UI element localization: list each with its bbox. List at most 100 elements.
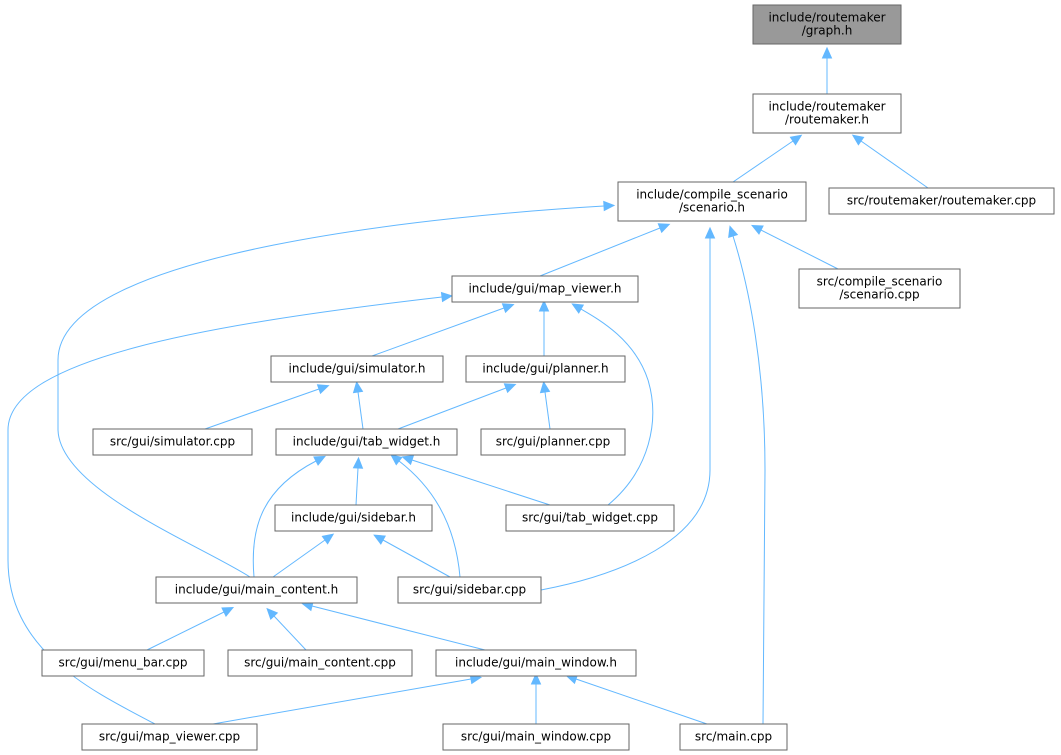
edge-line	[539, 227, 661, 277]
node-tab-widget-cpp[interactable]: src/gui/tab_widget.cpp	[505, 504, 675, 532]
node-main-content-cpp[interactable]: src/gui/main_content.cpp	[227, 649, 413, 677]
node-main-cpp[interactable]: src/main.cpp	[679, 723, 788, 751]
edge-scenario-cpp-to-scenario-h	[750, 224, 839, 270]
edge-line	[7, 296, 443, 725]
node-label-line: src/gui/main_window.cpp	[461, 730, 611, 744]
edge-sidebar-cpp-to-tab-widget-h	[390, 454, 461, 578]
node-routemaker-h[interactable]: include/routemaker/routemaker.h	[752, 93, 902, 134]
node-menu-bar-cpp[interactable]: src/gui/menu_bar.cpp	[41, 649, 205, 677]
edge-line	[540, 238, 711, 591]
edge-arrowhead	[266, 607, 279, 620]
edge-line	[398, 460, 461, 578]
node-main-content-h[interactable]: include/gui/main_content.h	[155, 576, 358, 604]
edge-arrowhead	[851, 134, 865, 146]
edge-line	[575, 678, 708, 725]
edge-line	[397, 387, 507, 430]
node-label-line: include/gui/tab_widget.h	[293, 435, 441, 449]
edge-line	[411, 459, 551, 506]
node-sidebar-h[interactable]: include/gui/sidebar.h	[274, 504, 433, 532]
edge-line	[580, 308, 654, 506]
edge-scenario-h-to-routemaker-h	[732, 134, 803, 183]
edge-line	[371, 307, 505, 357]
edge-main-window-h-to-main-content-h	[301, 601, 486, 651]
edge-main-cpp-to-scenario-h	[728, 225, 766, 725]
node-routemaker-cpp[interactable]: src/routemaker/routemaker.cpp	[828, 187, 1055, 215]
node-box	[92, 428, 253, 456]
node-box	[227, 649, 413, 677]
edge-arrowhead	[789, 134, 803, 146]
node-planner-cpp[interactable]: src/gui/planner.cpp	[480, 428, 626, 456]
node-label-line: include/routemaker	[768, 100, 885, 114]
node-tab-widget-h[interactable]: include/gui/tab_widget.h	[275, 428, 458, 456]
node-box	[155, 576, 358, 604]
edge-main-cpp-to-main-window-h	[565, 674, 708, 725]
edge-routemaker-h-to-graph-h	[821, 46, 833, 94]
node-box	[617, 181, 807, 222]
edge-arrowhead	[321, 533, 335, 545]
node-box	[270, 355, 444, 383]
edge-main-content-h-to-scenario-h	[57, 200, 616, 578]
node-box	[465, 355, 626, 383]
node-label-line: include/gui/sidebar.h	[291, 511, 416, 525]
edge-line	[732, 140, 794, 183]
node-simulator-cpp[interactable]: src/gui/simulator.cpp	[92, 428, 253, 456]
node-main-window-h[interactable]: include/gui/main_window.h	[435, 649, 637, 677]
edge-tab-widget-cpp-to-map-viewer-h	[571, 303, 654, 506]
edge-arrowhead	[373, 534, 386, 545]
node-simulator-h[interactable]: include/gui/simulator.h	[270, 355, 444, 383]
edge-sidebar-h-to-tab-widget-h	[352, 456, 364, 506]
node-box	[752, 93, 902, 134]
node-box	[505, 504, 675, 532]
edge-map-viewer-cpp-to-map-viewer-h	[7, 291, 454, 725]
edge-line	[146, 611, 225, 651]
node-label-line: include/gui/simulator.h	[289, 362, 426, 376]
edge-arrowhead	[704, 226, 716, 239]
edge-line	[544, 391, 551, 430]
node-label-line: include/routemaker	[768, 11, 885, 25]
node-box	[41, 649, 205, 677]
node-box	[798, 268, 961, 309]
node-main-window-cpp[interactable]: src/gui/main_window.cpp	[442, 723, 630, 751]
edge-planner-cpp-to-planner-h	[539, 380, 551, 430]
node-box	[480, 428, 626, 456]
edge-map-viewer-h-to-scenario-h	[539, 223, 671, 277]
node-box	[679, 723, 788, 751]
edge-arrowhead	[530, 672, 542, 685]
edge-line	[382, 539, 451, 578]
node-graph-h[interactable]: include/routemaker/graph.h	[752, 4, 902, 45]
node-label-line: include/gui/planner.h	[482, 362, 608, 376]
node-planner-h[interactable]: include/gui/planner.h	[465, 355, 626, 383]
node-label-line: src/gui/menu_bar.cpp	[59, 656, 188, 670]
edge-tab-widget-h-to-simulator-h	[352, 380, 364, 430]
edge-arrowhead	[501, 303, 515, 314]
edge-tab-widget-h-to-planner-h	[397, 383, 517, 430]
edge-arrowhead	[821, 46, 833, 59]
edge-main-content-cpp-to-main-content-h	[266, 607, 307, 651]
edge-line	[273, 615, 307, 651]
edge-tab-widget-cpp-to-tab-widget-h	[401, 455, 551, 506]
node-label-line: include/compile_scenario	[636, 188, 788, 202]
node-box	[274, 504, 433, 532]
node-sidebar-cpp[interactable]: src/gui/sidebar.cpp	[397, 576, 542, 604]
edges-layer	[7, 46, 929, 725]
node-box	[435, 649, 637, 677]
edge-arrowhead	[313, 455, 326, 466]
node-box	[752, 4, 902, 45]
edge-line	[272, 539, 326, 578]
node-map-viewer-h[interactable]: include/gui/map_viewer.h	[451, 275, 639, 303]
node-label-line: src/main.cpp	[695, 730, 772, 744]
edge-line	[760, 229, 839, 270]
edge-arrowhead	[316, 384, 330, 395]
node-label-line: src/gui/main_content.cpp	[244, 656, 396, 670]
node-map-viewer-cpp[interactable]: src/gui/map_viewer.cpp	[81, 723, 258, 751]
node-scenario-cpp[interactable]: src/compile_scenario/scenario.cpp	[798, 268, 961, 309]
node-label-line: include/gui/map_viewer.h	[468, 282, 621, 296]
node-label-line: /graph.h	[802, 24, 853, 38]
node-box	[81, 723, 258, 751]
node-scenario-h[interactable]: include/compile_scenario/scenario.h	[617, 181, 807, 222]
node-label-line: src/gui/map_viewer.cpp	[99, 730, 240, 744]
edge-main-content-h-to-sidebar-h	[272, 533, 335, 578]
edge-line	[355, 467, 359, 506]
edge-planner-h-to-map-viewer-h	[538, 299, 550, 356]
